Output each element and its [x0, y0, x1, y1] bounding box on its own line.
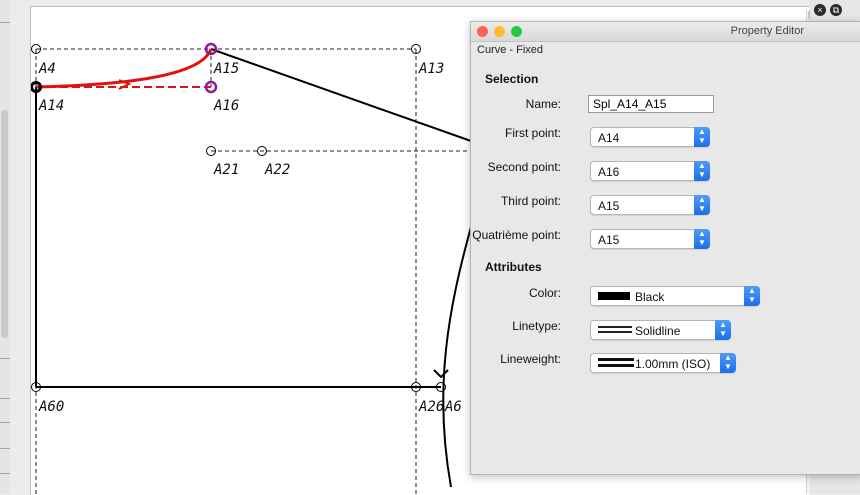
panel-subtitle: Curve - Fixed	[477, 44, 544, 56]
color-swatch	[598, 292, 630, 300]
pattern-lines[interactable]	[35, 48, 472, 488]
guide-lines	[35, 48, 471, 495]
chevron-updown-icon: ▲▼	[715, 320, 731, 340]
name-input[interactable]	[588, 95, 714, 113]
second-point-select[interactable]: A16 ▲▼	[590, 161, 710, 181]
color-label: Color:	[528, 286, 561, 300]
color-value: Black	[635, 290, 665, 304]
chevron-updown-icon: ▲▼	[694, 161, 710, 181]
third-point-label: Third point:	[500, 194, 561, 208]
left-divider	[0, 473, 10, 474]
first-point-select[interactable]: A14 ▲▼	[590, 127, 710, 147]
point-label-a13: A13	[418, 61, 444, 77]
third-point-value: A15	[598, 199, 620, 213]
chevron-updown-icon: ▲▼	[744, 286, 760, 306]
point-label-a6: A6	[444, 399, 462, 415]
fourth-point-select[interactable]: A15 ▲▼	[590, 229, 710, 249]
panel-titlebar[interactable]: Property Editor	[471, 22, 860, 42]
left-divider	[0, 448, 10, 449]
color-select[interactable]: Black ▲▼	[590, 286, 760, 306]
left-scrollbar[interactable]	[1, 110, 8, 338]
attributes-heading: Attributes	[485, 260, 542, 274]
chevron-updown-icon: ▲▼	[694, 229, 710, 249]
lineweight-select[interactable]: 1.00mm (ISO) ▲▼	[590, 353, 736, 373]
first-point-value: A14	[598, 131, 620, 145]
name-label: Name:	[525, 97, 561, 111]
fourth-point-value: A15	[598, 233, 620, 247]
chevron-updown-icon: ▲▼	[720, 353, 736, 373]
second-point-value: A16	[598, 165, 620, 179]
third-point-select[interactable]: A15 ▲▼	[590, 195, 710, 215]
pattern-drawing[interactable]: A4 A15 A13 A14 A16 A21 A22 A60 A26 A6	[31, 7, 809, 495]
linetype-swatch	[598, 326, 632, 333]
zoom-window-button[interactable]	[511, 26, 522, 37]
selected-curve[interactable]	[35, 48, 213, 90]
point-label-a14: A14	[38, 98, 64, 114]
linetype-value: Solidline	[635, 324, 681, 338]
minimize-window-button[interactable]	[494, 26, 505, 37]
fourth-point-label: Quatrième point:	[472, 228, 561, 242]
close-icon[interactable]: ×	[814, 4, 826, 16]
second-point-label: Second point:	[487, 160, 561, 174]
point-label-a60: A60	[38, 399, 64, 415]
linetype-label: Linetype:	[512, 319, 561, 333]
lineweight-value: 1.00mm (ISO)	[635, 357, 711, 371]
close-window-button[interactable]	[477, 26, 488, 37]
lineweight-swatch	[598, 358, 634, 367]
point-label-a22: A22	[264, 162, 290, 178]
lineweight-label: Lineweight:	[500, 352, 561, 366]
point-label-a16: A16	[213, 98, 239, 114]
point-label-a4: A4	[38, 61, 56, 77]
point-label-a21: A21	[213, 162, 239, 178]
panel-title: Property Editor	[730, 25, 804, 37]
left-divider	[0, 422, 10, 423]
left-divider	[0, 398, 10, 399]
point-label-a26: A26	[418, 399, 444, 415]
restore-icon[interactable]: ⧉	[830, 4, 842, 16]
left-divider	[0, 22, 10, 23]
property-editor-panel: Property Editor Curve - Fixed Selection …	[470, 21, 860, 475]
point-label-a15: A15	[213, 61, 239, 77]
selection-heading: Selection	[485, 72, 539, 86]
chevron-updown-icon: ▲▼	[694, 127, 710, 147]
point-markers[interactable]	[31, 42, 446, 392]
left-divider	[0, 358, 10, 359]
first-point-label: First point:	[504, 126, 561, 140]
chevron-updown-icon: ▲▼	[694, 195, 710, 215]
linetype-select[interactable]: Solidline ▲▼	[590, 320, 731, 340]
